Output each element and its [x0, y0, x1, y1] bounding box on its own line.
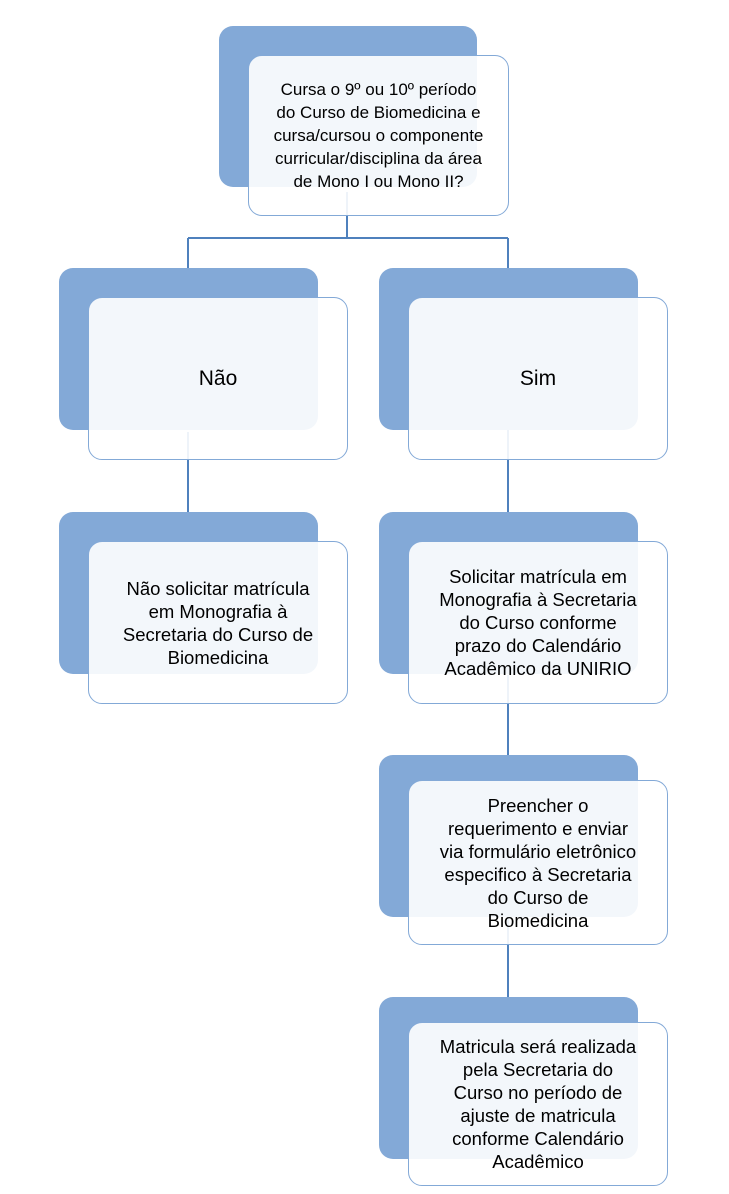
yes-node-box: Sim: [408, 297, 668, 460]
no-step-text: Não solicitar matrícula em Monografia à …: [122, 577, 314, 668]
yes-step-1-box: Solicitar matrícula em Monografia à Secr…: [408, 541, 668, 704]
question-node-box: Cursa o 9º ou 10º período do Curso de Bi…: [248, 55, 509, 216]
question-text: Cursa o 9º ou 10º período do Curso de Bi…: [273, 80, 484, 191]
yes-label: Sim: [519, 366, 557, 390]
yes-step-2-box: Preencher o requerimento e enviar via fo…: [408, 780, 668, 945]
yes-step-3-text: Matricula será realizada pela Secretaria…: [439, 1036, 637, 1172]
no-step-box: Não solicitar matrícula em Monografia à …: [88, 541, 348, 704]
yes-step-3-box: Matricula será realizada pela Secretaria…: [408, 1022, 668, 1186]
yes-step-1-text: Solicitar matrícula em Monografia à Secr…: [439, 566, 637, 679]
no-node-box: Não: [88, 297, 348, 460]
no-label: Não: [198, 366, 238, 390]
yes-step-2-text: Preencher o requerimento e enviar via fo…: [439, 794, 637, 931]
